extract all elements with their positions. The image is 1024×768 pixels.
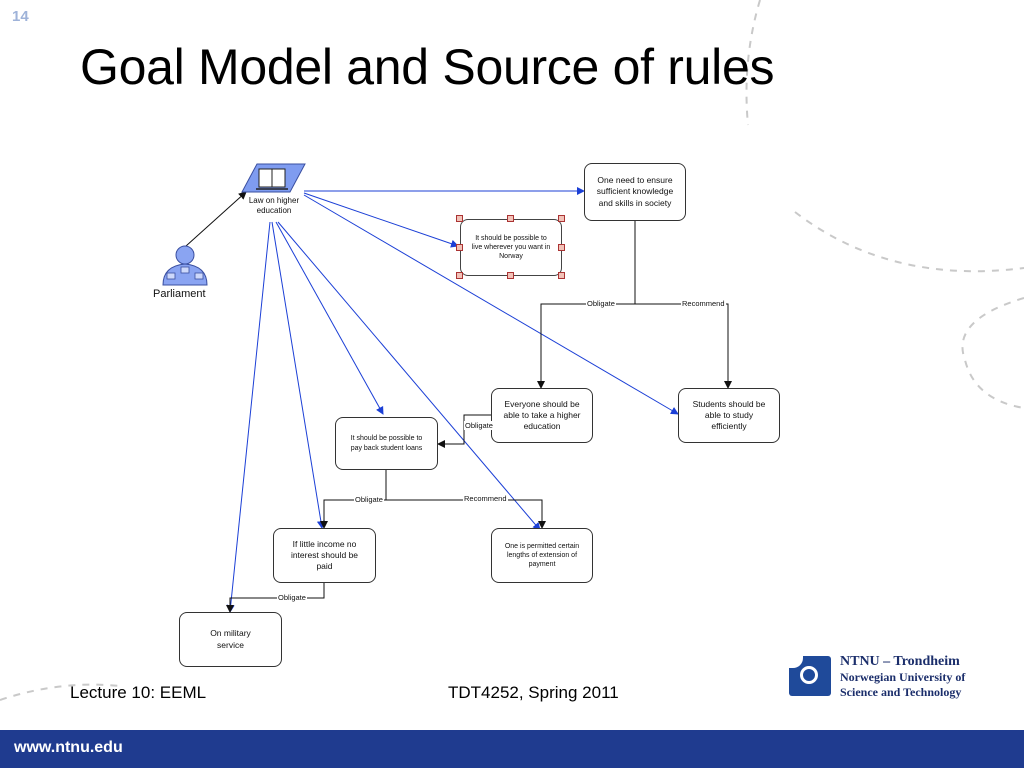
selection-handle[interactable] [456,215,463,222]
goal-live-anywhere-label: It should be possible to live wherever y… [471,234,551,261]
edge-label-recommend: Recommend [681,299,726,308]
edge-label-obligate: Obligate [464,421,494,430]
edge-law-littleincome [271,221,325,529]
edge-parliament-law [185,191,247,247]
footer-url[interactable]: www.ntnu.edu [14,739,123,756]
edge-law-live [303,192,459,248]
edge-law-extension [277,221,541,531]
edge-ensure-everyone [537,303,635,389]
slide-number: 14 [12,8,29,25]
goal-study-efficiently-label: Students should be able to study efficie… [692,398,766,432]
goal-pay-back-loans[interactable]: It should be possible to pay back studen… [335,417,438,470]
goal-little-income-label: If little income no interest should be p… [290,538,359,572]
edge-label-obligate: Obligate [586,299,616,308]
slide-title: Goal Model and Source of rules [80,39,775,95]
logo-corner-shape [789,656,803,668]
goal-ensure-knowledge[interactable]: One need to ensure sufficient knowledge … [584,163,686,221]
logo-circle-shape [800,666,818,684]
selection-handle[interactable] [456,244,463,251]
book-resource-icon [241,163,306,193]
footer-bar: www.ntnu.edu [0,730,1024,768]
edge-law-military [226,221,271,613]
selection-handle[interactable] [507,272,514,279]
goal-everyone-education-label: Everyone should be able to take a higher… [503,398,581,432]
goal-extension-payment[interactable]: One is permitted certain lengths of exte… [491,528,593,583]
goal-study-efficiently[interactable]: Students should be able to study efficie… [678,388,780,443]
ntnu-logo-icon [789,656,831,696]
edge-label-obligate: Obligate [354,495,384,504]
goal-military-service[interactable]: On military service [179,612,282,667]
logo-subtitle-2: Science and Technology [840,685,962,699]
edge-label-recommend: Recommend [463,494,508,503]
selection-handle[interactable] [456,272,463,279]
footer-lecture: Lecture 10: EEML [70,683,207,702]
selection-handle[interactable] [558,215,565,222]
selection-handle[interactable] [558,244,565,251]
goal-live-anywhere[interactable]: It should be possible to live wherever y… [460,219,562,276]
resource-label: Law on higher education [248,196,300,216]
edge-label-obligate: Obligate [277,593,307,602]
logo-name: NTNU – Trondheim [840,654,960,669]
goal-ensure-knowledge-label: One need to ensure sufficient knowledge … [596,175,674,208]
actor-label: Parliament [153,288,206,300]
goal-pay-back-loans-label: It should be possible to pay back studen… [350,435,423,452]
logo-subtitle-1: Norwegian University of [840,670,966,684]
goal-everyone-education[interactable]: Everyone should be able to take a higher… [491,388,593,443]
edge-law-payback [275,221,384,415]
edge-payback-littleincome [320,499,386,529]
footer-course: TDT4252, Spring 2011 [448,683,619,702]
edge-payback-extension [386,499,546,529]
goal-military-service-label: On military service [210,628,251,650]
person-actor-icon [162,245,208,286]
edge-law-study [303,194,679,415]
selection-handle[interactable] [558,272,565,279]
edge-ensure-students [635,303,732,389]
goal-little-income[interactable]: If little income no interest should be p… [273,528,376,583]
goal-extension-payment-label: One is permitted certain lengths of exte… [504,542,580,569]
selection-handle[interactable] [507,215,514,222]
